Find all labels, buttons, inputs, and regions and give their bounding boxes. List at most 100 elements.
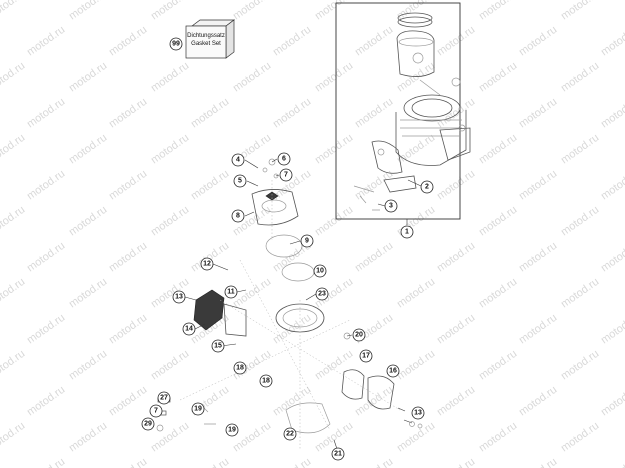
callout-8: 8 [231,209,245,223]
watermark-text: motod.ru [559,348,601,383]
watermark-text: motod.ru [353,384,395,419]
callout-1: 1 [400,225,414,239]
side-covers [285,369,395,434]
callout-18b-label: 18 [262,378,270,385]
callout-7a: 7 [279,168,293,182]
watermark-text: motod.ru [477,348,519,383]
watermark-text: motod.ru [107,24,149,59]
reed-valve-block [193,289,247,337]
callout-3: 3 [384,199,398,213]
callout-22-label: 22 [286,431,294,438]
watermark-text: motod.ru [271,312,313,347]
watermark-text: motod.ru [313,204,355,239]
callout-10-label: 10 [316,268,324,275]
watermark-text: motod.ru [435,456,477,468]
watermark-text: motod.ru [25,96,67,131]
watermark-text: motod.ru [435,312,477,347]
callout-6-label: 6 [282,156,286,163]
watermark-text: motod.ru [0,276,27,311]
callout-22: 22 [283,427,297,441]
watermark-text: motod.ru [67,276,109,311]
watermark-text: motod.ru [477,0,519,22]
watermark-text: motod.ru [517,96,559,131]
callout-20-label: 20 [355,332,363,339]
callout-20: 20 [352,328,366,342]
watermark-text: motod.ru [25,312,67,347]
callout-11-label: 11 [227,289,235,296]
callout-2-label: 2 [425,184,429,191]
watermark-text: motod.ru [25,456,67,468]
callout-9-label: 9 [305,238,309,245]
small-fasteners [155,332,351,432]
watermark-text: motod.ru [313,348,355,383]
callout-3-label: 3 [389,203,393,210]
watermark-text: motod.ru [353,456,395,468]
watermark-text: motod.ru [149,60,191,95]
watermark-text: motod.ru [67,0,109,22]
watermark-text: motod.ru [559,420,601,455]
cylinder [371,94,471,174]
watermark-text: motod.ru [477,204,519,239]
watermark-text: motod.ru [353,240,395,275]
callout-4: 4 [231,153,245,167]
watermark-text: motod.ru [559,132,601,167]
cylinder-gasket [265,234,303,258]
watermark-text: motod.ru [353,24,395,59]
watermark-text: motod.ru [599,96,625,131]
watermark-text: motod.ru [395,60,437,95]
callout-10: 10 [313,264,327,278]
watermark-text: motod.ru [559,276,601,311]
washer-icon [409,421,415,427]
callout-5-label: 5 [238,178,242,185]
watermark-text: motod.ru [189,456,231,468]
watermark-text: motod.ru [559,0,601,22]
watermark-text: motod.ru [395,276,437,311]
watermark-text: motod.ru [271,456,313,468]
watermark-text: motod.ru [149,132,191,167]
callout-99-label: 99 [172,41,180,48]
watermark-text: motod.ru [353,96,395,131]
piston [396,30,461,96]
callout-18a-label: 18 [236,365,244,372]
callout-11: 11 [224,285,238,299]
alignment-lines [179,180,401,450]
watermark-text: motod.ru [67,420,109,455]
watermark-text: motod.ru [271,96,313,131]
watermark-text: motod.ru [395,420,437,455]
gasket-kit-box: Dichtungssatz Gasket Set [185,19,236,59]
callout-2: 2 [420,180,434,194]
callout-17: 17 [359,349,373,363]
watermark-text: motod.ru [477,420,519,455]
watermark-text: motod.ru [435,240,477,275]
watermark-text: motod.ru [67,60,109,95]
watermark-text: motod.ru [517,168,559,203]
watermark-text: motod.ru [271,384,313,419]
callout-14-label: 14 [185,326,193,333]
watermark-text: motod.ru [517,240,559,275]
watermark-text: motod.ru [231,0,273,22]
nut-icon [417,423,423,429]
cylinder-head [251,158,299,226]
callout-8-label: 8 [236,213,240,220]
watermark-text: motod.ru [67,204,109,239]
callout-13a: 13 [172,290,186,304]
watermark-text: motod.ru [0,348,27,383]
callout-19a: 19 [191,402,205,416]
callout-21-label: 21 [334,451,342,458]
callout-23-label: 23 [318,291,326,298]
watermark-text: motod.ru [435,168,477,203]
watermark-text: motod.ru [107,384,149,419]
watermark-text: motod.ru [395,132,437,167]
watermark-text: motod.ru [25,240,67,275]
watermark-text: motod.ru [0,60,27,95]
callout-17-label: 17 [362,353,370,360]
callout-21: 21 [331,447,345,461]
watermark-text: motod.ru [435,24,477,59]
watermark-text: motod.ru [599,456,625,468]
watermark-text: motod.ru [107,456,149,468]
watermark-text: motod.ru [107,312,149,347]
callout-27-label: 27 [160,395,168,402]
callout-1-label: 1 [405,229,409,236]
watermark-text: motod.ru [517,384,559,419]
